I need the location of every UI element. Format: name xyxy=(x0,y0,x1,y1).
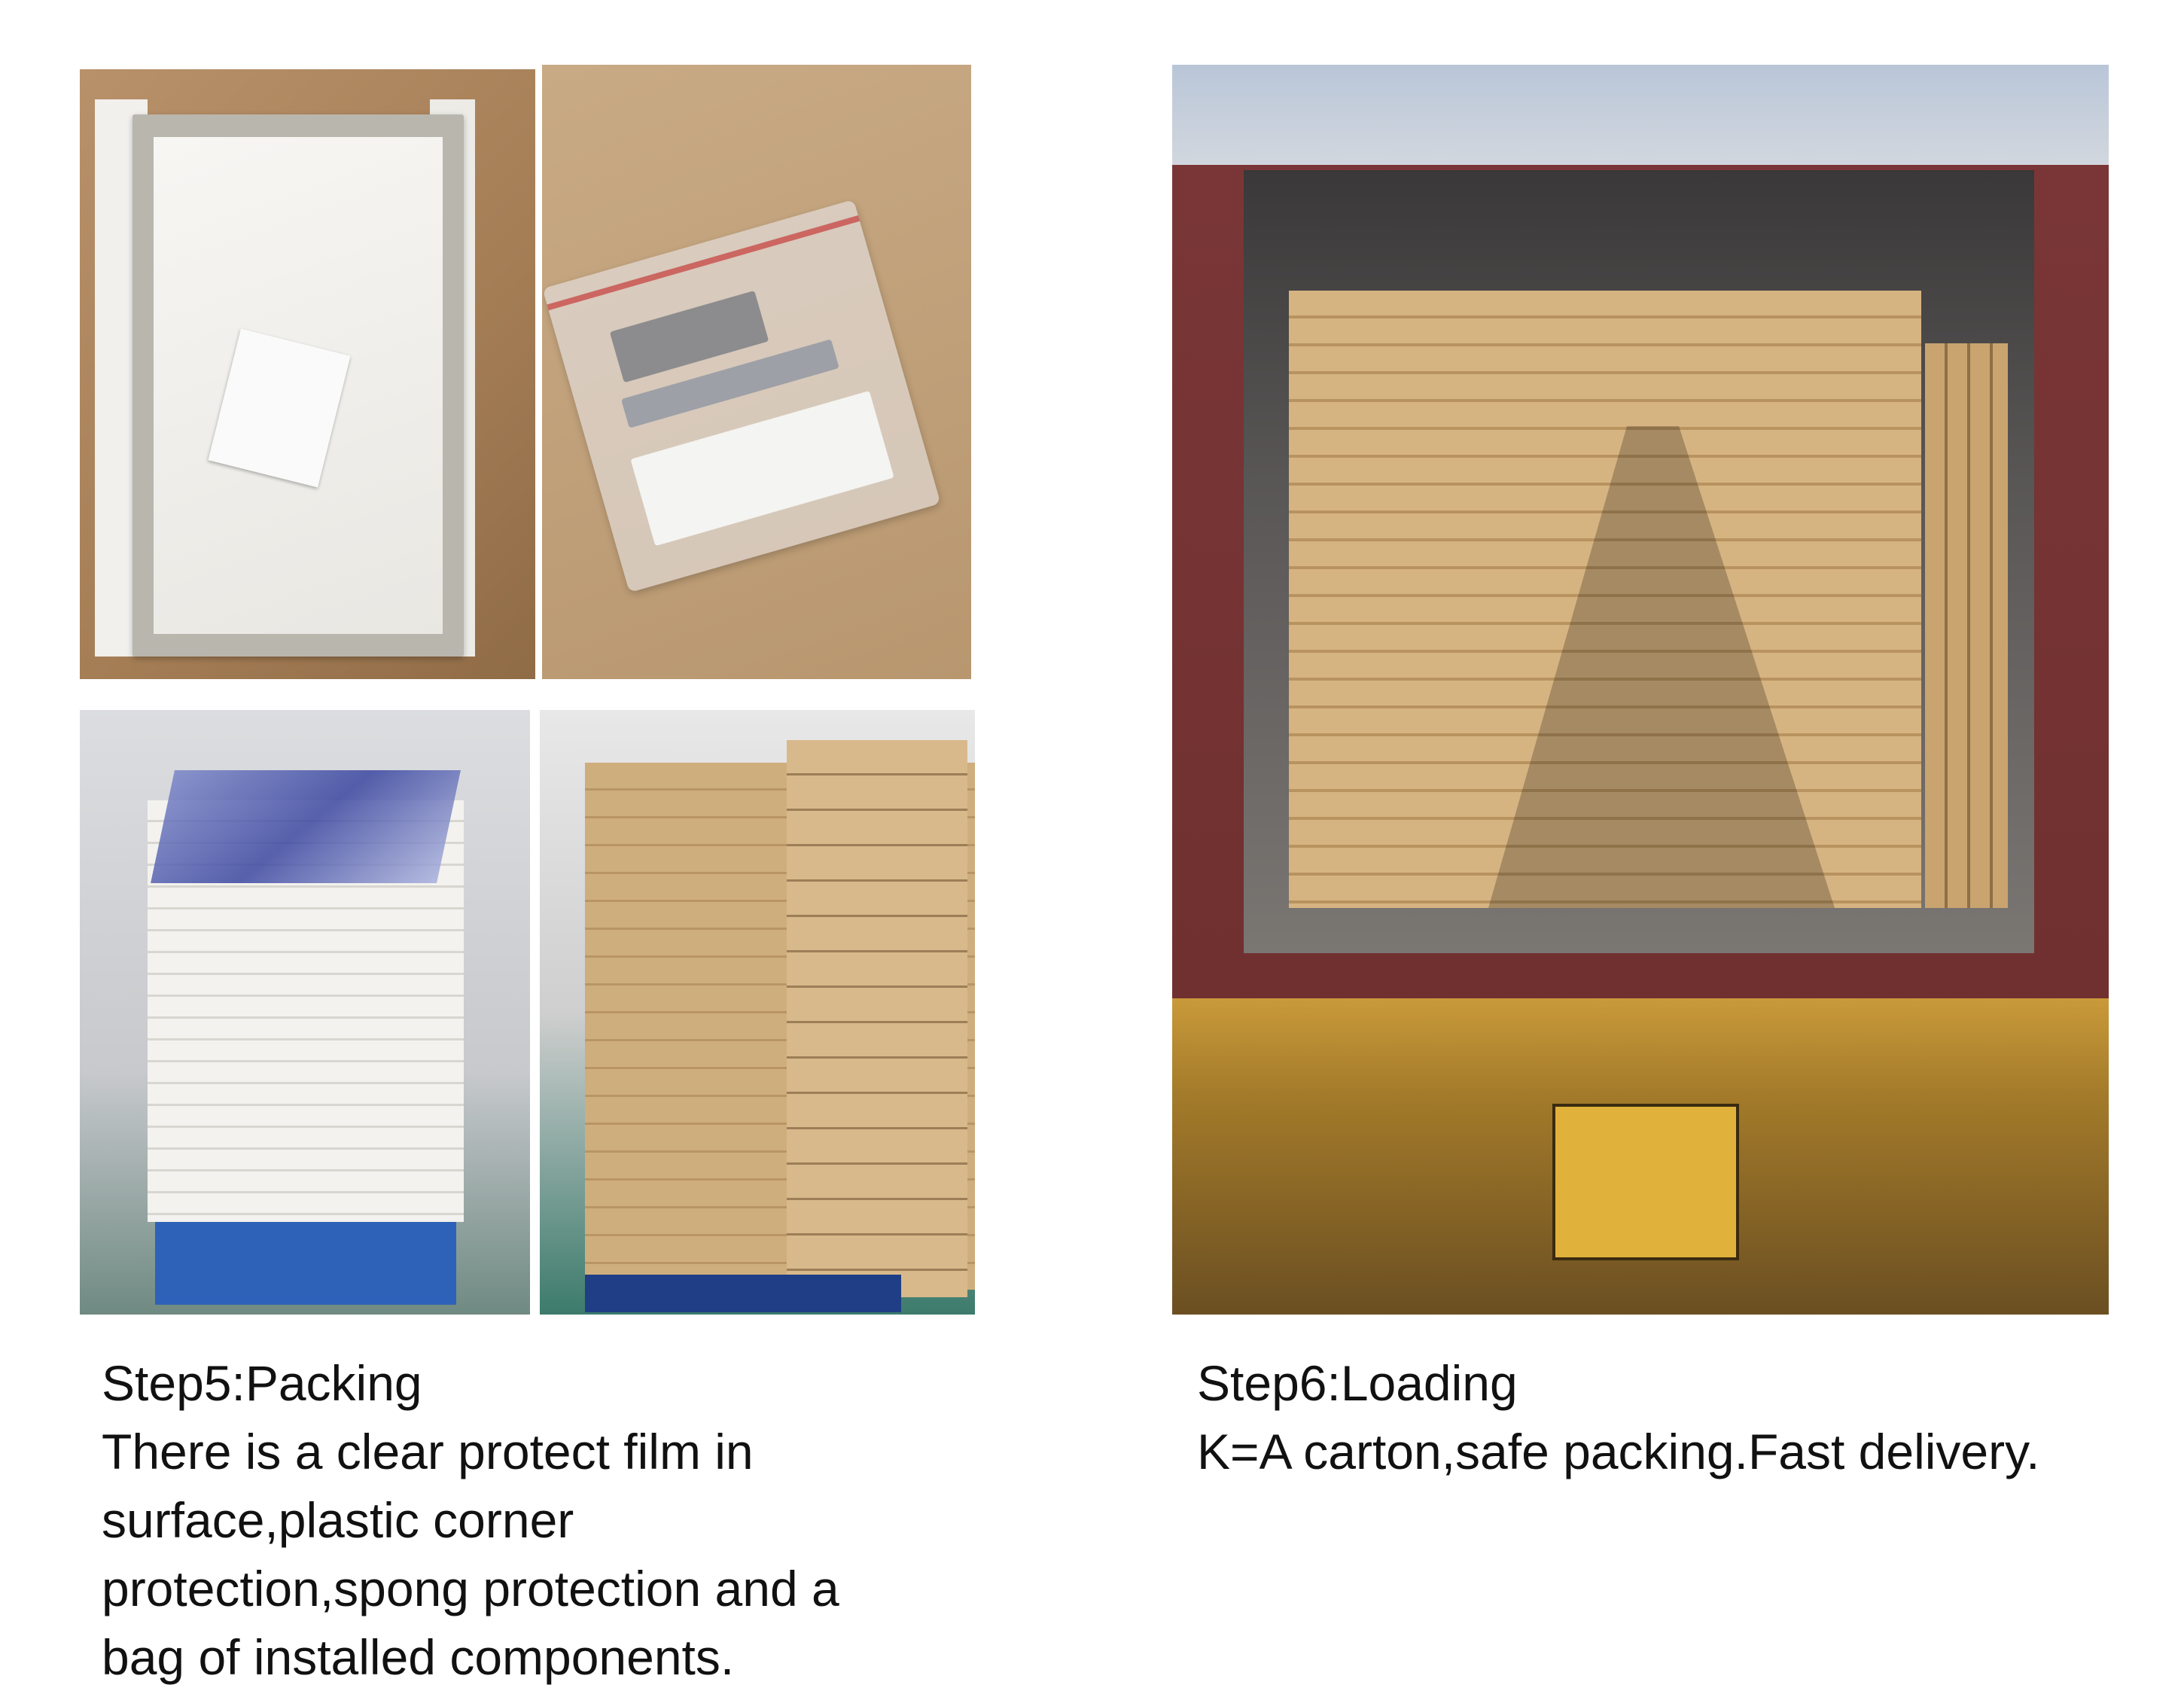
step5-caption: Step5:Packing There is a clear protect f… xyxy=(102,1349,1005,1692)
container-loading-photo xyxy=(1172,65,2109,1315)
carton-stack-photo xyxy=(540,710,975,1315)
pallet xyxy=(585,1275,901,1312)
blue-pallet xyxy=(155,1222,456,1305)
step6-title: Step6:Loading xyxy=(1197,1355,1518,1411)
step5-line: There is a clear protect film in xyxy=(102,1424,754,1479)
foam-stack-photo xyxy=(80,710,530,1315)
license-plate xyxy=(1552,1104,1739,1260)
labelled-cartons xyxy=(787,740,967,1297)
step5-line: surface,plastic corner xyxy=(102,1492,574,1548)
components-bag-photo xyxy=(542,65,971,679)
step6-caption: Step6:Loading K=A carton,safe packing.Fa… xyxy=(1197,1349,2138,1486)
step5-line: protection,spong protection and a xyxy=(102,1561,839,1616)
step5-title: Step5:Packing xyxy=(102,1355,422,1411)
frame-in-carton-photo xyxy=(80,69,535,679)
protective-film xyxy=(151,770,461,883)
loaded-cartons xyxy=(1289,291,1921,908)
side-cartons xyxy=(1925,343,2008,908)
step6-line: K=A carton,safe packing.Fast delivery. xyxy=(1197,1424,2040,1479)
zip-seal xyxy=(547,215,861,311)
aluminium-frame xyxy=(133,114,464,657)
zip-bag xyxy=(542,199,941,593)
step5-line: bag of installed components. xyxy=(102,1629,735,1685)
